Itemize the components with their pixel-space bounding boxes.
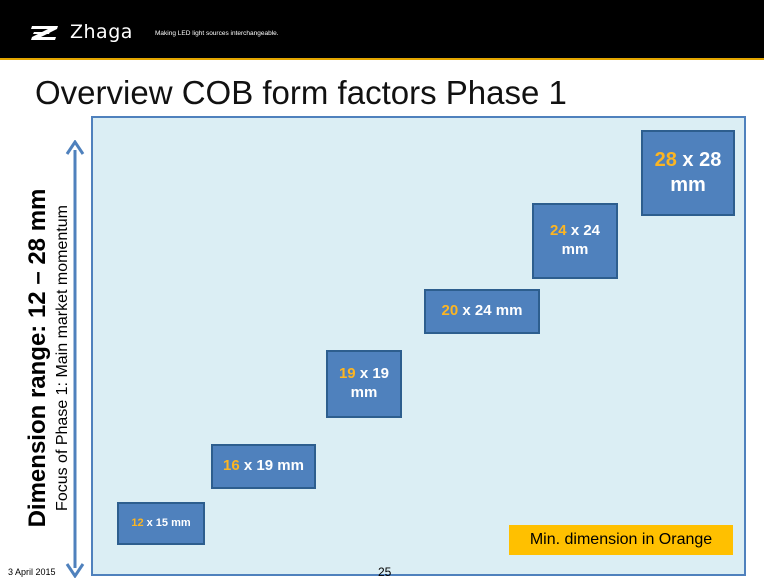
form-factor-box-16x19: 16 x 19 mm — [211, 444, 316, 489]
dimension-rest: x 28 mm — [670, 149, 722, 196]
form-factor-box-24x24: 24 x 24 mm — [532, 203, 618, 279]
min-dimension: 19 — [338, 365, 356, 383]
page-number: 25 — [378, 565, 392, 579]
dimension-rest: x 15 mm — [143, 516, 191, 529]
phase-focus-text: Focus of Phase 1: Main market momentum — [54, 205, 71, 511]
min-dimension: 20 — [441, 302, 459, 320]
zhaga-logo-icon — [31, 26, 58, 40]
slide-title: Overview COB form factors Phase 1 — [35, 74, 567, 111]
dimension-range-text: Dimension range: 12 – 28 mm — [24, 188, 51, 528]
double-arrow-icon — [65, 140, 85, 578]
min-dimension: 24 — [549, 222, 567, 240]
form-factor-panel — [91, 116, 746, 576]
header-bar: Zhaga Making LED light sources interchan… — [0, 0, 764, 60]
form-factor-box-28x28: 28 x 28 mm — [641, 130, 735, 216]
dimension-rest: x 24 mm — [458, 302, 523, 320]
legend-note: Min. dimension in Orange — [509, 525, 733, 555]
form-factor-box-12x15: 12 x 15 mm — [117, 502, 205, 545]
footer-date: 3 April 2015 — [8, 567, 56, 577]
min-dimension: 28 — [654, 149, 677, 171]
form-factor-box-20x24: 20 x 24 mm — [424, 289, 540, 334]
dimension-rest: x 19 mm — [239, 457, 304, 475]
min-dimension: 12 — [131, 516, 144, 529]
dimension-range-label: Dimension range: 12 – 28 mm Focus of Pha… — [24, 148, 76, 568]
min-dimension: 16 — [223, 457, 240, 475]
brand-tagline: Making LED light sources interchangeable… — [155, 30, 279, 37]
brand-name: Zhaga — [70, 21, 133, 43]
dimension-rest: x 24 mm — [561, 222, 601, 258]
form-factor-box-19x19: 19 x 19 mm — [326, 350, 402, 418]
dimension-rest: x 19 mm — [350, 365, 390, 401]
